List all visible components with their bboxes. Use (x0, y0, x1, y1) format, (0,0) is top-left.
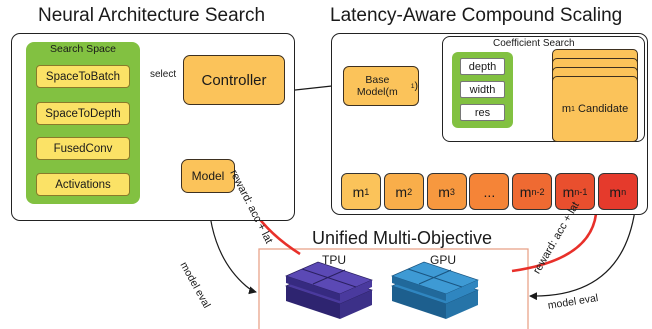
model-label: m (395, 183, 408, 200)
search-item-spacetodepth: SpaceToDepth (36, 102, 130, 125)
model-label: m (519, 183, 532, 200)
model-label: m (438, 183, 450, 200)
unified-title: Unified Multi-Objective (312, 228, 493, 248)
tpu-label: TPU (322, 253, 346, 267)
model-subscript: 1 (364, 186, 370, 197)
model-subscript: n-2 (531, 186, 545, 197)
model-box-4: ... (469, 173, 510, 210)
search-item-fusedconv: FusedConv (36, 137, 130, 160)
coefficient-search-title: Coefficient Search (493, 38, 575, 49)
model-eval-right-arrow (529, 209, 636, 301)
candidate-label: Candidate (578, 103, 629, 115)
gpu-chip-stack (391, 261, 479, 319)
base-model-close: ) (414, 80, 419, 92)
model-subscript: n (621, 186, 627, 197)
model-subscript: n-1 (574, 186, 588, 197)
nas-title: Neural Architecture Search (38, 5, 266, 26)
search-item-spacetobatch: SpaceToBatch (36, 65, 130, 88)
select-label: select (150, 69, 177, 80)
model-subscript: 3 (449, 186, 455, 197)
gpu-label: GPU (430, 253, 457, 267)
tpu-chip-stack (285, 261, 373, 319)
base-model-box: Base Model(m 1) (343, 66, 419, 106)
base-model-text: Base Model(m (356, 74, 398, 98)
param-depth: depth (460, 58, 505, 75)
model-subscript: 2 (407, 186, 413, 197)
search-item-activations: Activations (36, 173, 130, 196)
model-eval-left-arrow (207, 192, 257, 295)
param-res: res (460, 104, 505, 121)
scaling-title: Latency-Aware Compound Scaling (330, 5, 623, 26)
param-width: width (460, 81, 505, 98)
reward-right-arrow (511, 144, 602, 273)
search-space-title: Search Space (50, 43, 116, 55)
model-label: m (609, 183, 622, 200)
model-box: Model (181, 159, 235, 193)
model-label: ... (483, 183, 496, 200)
controller-box: Controller (183, 55, 285, 105)
candidate-subscript: 1 (570, 105, 575, 113)
model-label: m (562, 183, 575, 200)
base-model-subscript: 1 (410, 82, 415, 90)
model-label: m (352, 183, 365, 200)
